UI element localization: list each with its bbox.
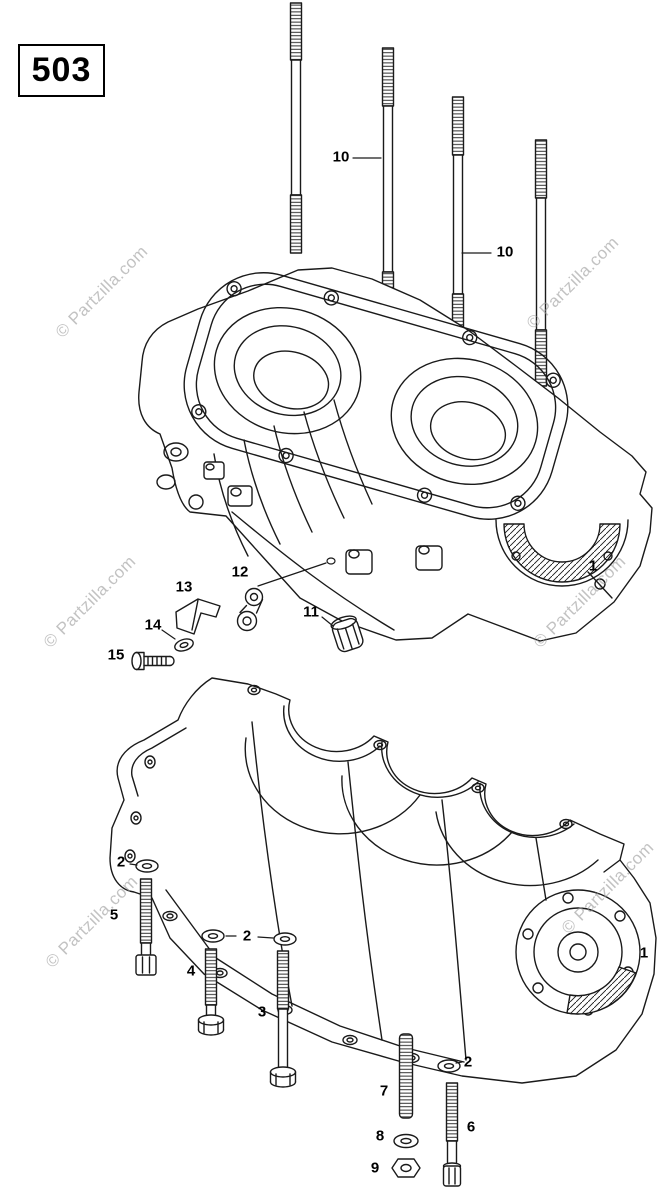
stud-10-a <box>289 2 303 254</box>
page-number: 503 <box>31 51 92 89</box>
link-12-drawing <box>236 587 264 632</box>
lower-crankcase-drawing <box>109 677 657 1084</box>
callout-6: 6 <box>466 1118 476 1136</box>
callout-3: 3 <box>257 1003 267 1021</box>
callout-2-left: 2 <box>116 853 126 871</box>
upper-crankcase-drawing <box>138 267 653 642</box>
screw-5-drawing <box>135 878 157 976</box>
callout-1-lower: 1 <box>639 944 649 962</box>
washer-2-middle-drawing <box>201 929 297 946</box>
page-number-box: 503 <box>18 44 105 97</box>
damper-11-drawing <box>330 615 364 653</box>
bolt-3-drawing <box>269 950 297 1088</box>
leader-lines <box>129 157 492 1064</box>
washer-2-left-drawing <box>135 859 159 873</box>
washer-2-right-drawing <box>437 1059 461 1073</box>
callout-12: 12 <box>231 563 249 581</box>
callout-7: 7 <box>379 1082 389 1100</box>
callout-14: 14 <box>144 616 162 634</box>
callout-10-a: 10 <box>332 148 350 166</box>
callout-2-right: 2 <box>463 1053 473 1071</box>
callout-10-b: 10 <box>496 243 514 261</box>
callout-9: 9 <box>370 1159 380 1177</box>
callout-8: 8 <box>375 1127 385 1145</box>
washer-14-drawing <box>174 638 194 652</box>
bolt-6-drawing <box>442 1082 462 1187</box>
callout-15: 15 <box>107 646 125 664</box>
callout-4: 4 <box>186 962 196 980</box>
callout-13: 13 <box>175 578 193 596</box>
nut-9-drawing <box>391 1158 421 1178</box>
bolt-15-drawing <box>131 651 175 671</box>
washer-8-drawing <box>393 1133 419 1149</box>
bracket-13-drawing <box>175 598 221 635</box>
callout-5: 5 <box>109 906 119 924</box>
callout-2-middle: 2 <box>242 927 252 945</box>
stud-7-drawing <box>398 1033 414 1119</box>
stud-10-c <box>451 96 465 353</box>
callout-1-upper: 1 <box>588 557 598 575</box>
bolt-4-drawing <box>197 948 225 1036</box>
callout-11: 11 <box>303 603 319 621</box>
stud-10-d <box>534 139 548 387</box>
